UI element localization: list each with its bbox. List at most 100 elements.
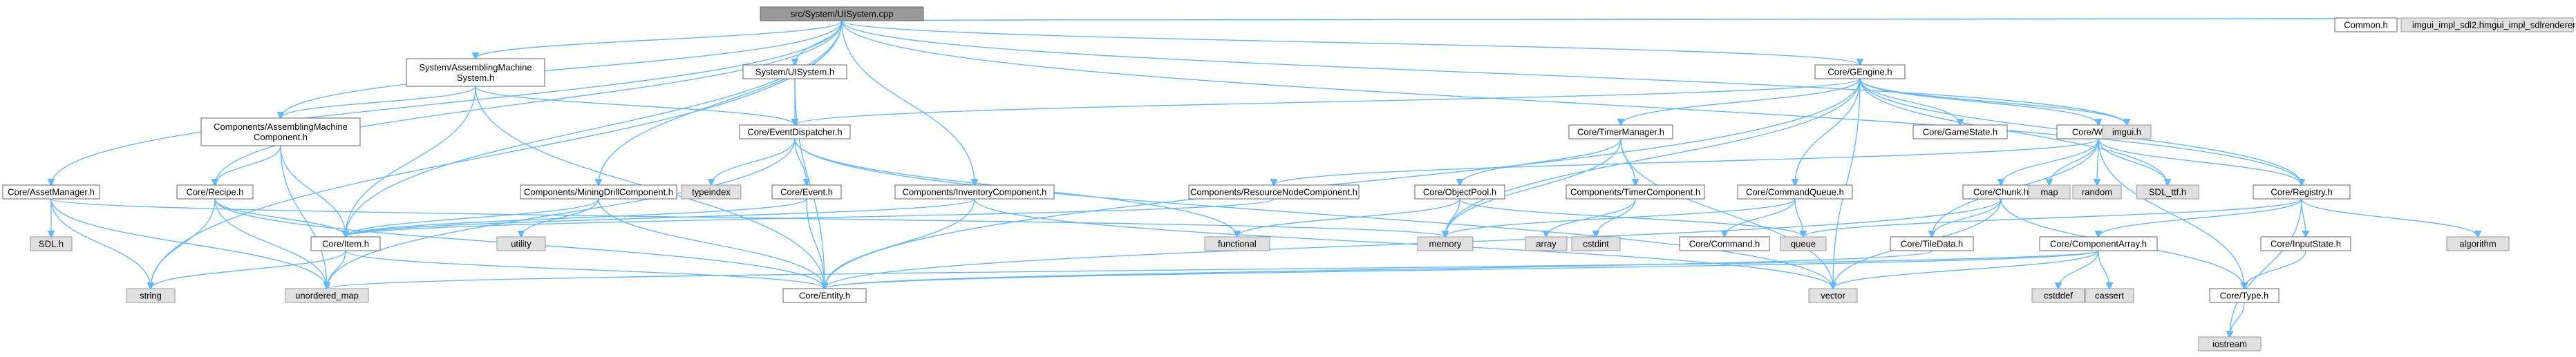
node-core-type-h[interactable]: Core/Type.h: [2209, 288, 2279, 303]
edge-root-to-imgui_sdlr2: [841, 18, 2535, 21]
node-box: [1814, 64, 1906, 79]
node-sdl-ttf-h[interactable]: SDL_ttf.h: [2136, 184, 2199, 200]
node-functional[interactable]: functional: [1204, 236, 1270, 251]
node-cstdint[interactable]: cstdint: [1571, 236, 1621, 251]
node-box: [1417, 236, 1474, 251]
edge-gengine-to-vector: [1833, 78, 1861, 289]
edge-root-to-compasm: [281, 20, 843, 118]
node-core-recipe-h[interactable]: Core/Recipe.h: [176, 184, 254, 200]
node-box: [1780, 236, 1827, 251]
node-imgui-impl-sdl2-h[interactable]: imgui_impl_sdl2.h: [2400, 17, 2496, 32]
node-components-timercomponent-h[interactable]: Components/TimerComponent.h: [1566, 184, 1705, 200]
edge-root-to-inventory: [841, 20, 975, 185]
node-box: [2028, 184, 2071, 200]
node-core-objectpool-h[interactable]: Core/ObjectPool.h: [1414, 184, 1505, 200]
node-queue[interactable]: queue: [1780, 236, 1827, 251]
node-system-uisystem-h[interactable]: System/UISystem.h: [742, 64, 847, 79]
node-label: Components/MiningDrillComponent.h: [524, 187, 673, 197]
node-core-command-h[interactable]: Core/Command.h: [1679, 236, 1770, 251]
node-box: [894, 184, 1055, 200]
node-imgui-h[interactable]: imgui.h: [2102, 124, 2152, 139]
node-box: [176, 184, 254, 200]
edge-item-to-string: [151, 250, 346, 289]
node-core-event-h[interactable]: Core/Event.h: [771, 184, 842, 200]
node-memory[interactable]: memory: [1417, 236, 1474, 251]
node-typeindex[interactable]: typeindex: [681, 184, 742, 200]
node-label: Core/GameState.h: [1923, 127, 1997, 137]
node-array[interactable]: array: [1525, 236, 1568, 251]
node-box: [1808, 288, 1858, 303]
node-box: [406, 58, 545, 87]
node-box: [2102, 124, 2152, 139]
node-components-resourcenodecomponent-h[interactable]: Components/ResourceNodeComponent.h: [1188, 184, 1360, 200]
node-label: Core/TimerManager.h: [1577, 127, 1664, 137]
node-core-tiledata-h[interactable]: Core/TileData.h: [1890, 236, 1974, 251]
node-core-eventdispatcher-h[interactable]: Core/EventDispatcher.h: [739, 124, 851, 139]
edge-item-to-umap: [327, 250, 346, 289]
node-map[interactable]: map: [2028, 184, 2071, 200]
edge-registry-to-inputstate: [2301, 198, 2306, 237]
edge-comparray-to-entity: [825, 250, 2099, 289]
node-label: Core/Item.h: [322, 239, 369, 249]
node-core-gengine-h[interactable]: Core/GEngine.h: [1814, 64, 1906, 79]
edge-registry-to-iostream: [2230, 198, 2302, 337]
node-string[interactable]: string: [126, 288, 176, 303]
node-core-item-h[interactable]: Core/Item.h: [310, 236, 381, 251]
node-components-miningdrillcomponent-h[interactable]: Components/MiningDrillComponent.h: [520, 184, 677, 200]
node-imgui-impl-sdlrenderer2-h[interactable]: imgui_impl_sdlrenderer2.h: [2482, 17, 2576, 32]
edge-world-to-registry: [2098, 138, 2302, 185]
node-components-inventorycomponent-h[interactable]: Components/InventoryComponent.h: [894, 184, 1055, 200]
node-core-registry-h[interactable]: Core/Registry.h: [2253, 184, 2351, 200]
node-cassert[interactable]: cassert: [2085, 288, 2134, 303]
edge-cmdqueue-to-queue: [1794, 198, 1803, 237]
node-label: Core/ObjectPool.h: [1423, 187, 1496, 197]
node-label: Common.h: [2344, 20, 2388, 30]
node-box: [1571, 236, 1621, 251]
node-src-system-uisystem-cpp[interactable]: src/System/UISystem.cpp: [760, 6, 924, 21]
edge-mining-to-entity: [598, 198, 825, 289]
node-box: [2400, 17, 2496, 32]
edge-gengine-to-evdisp: [795, 78, 1861, 125]
node-label: Components/TimerComponent.h: [1570, 187, 1700, 197]
edge-compasm-to-recipe: [215, 145, 281, 185]
edge-comparray-to-vector: [1833, 250, 2099, 289]
node-label: typeindex: [692, 187, 731, 197]
node-common-h[interactable]: Common.h: [2334, 17, 2398, 32]
node-box: [285, 288, 369, 303]
node-cstddef[interactable]: cstddef: [2031, 288, 2085, 303]
edge-root-to-item: [346, 20, 843, 237]
node-label: string: [140, 291, 162, 301]
node-core-commandqueue-h[interactable]: Core/CommandQueue.h: [1737, 184, 1853, 200]
node-core-assetmanager-h[interactable]: Core/AssetManager.h: [2, 184, 100, 200]
edge-objpool-to-queue: [1459, 198, 1803, 237]
node-core-timermanager-h[interactable]: Core/TimerManager.h: [1568, 124, 1673, 139]
node-label: Core/ComponentArray.h: [2050, 239, 2147, 249]
node-utility[interactable]: utility: [496, 236, 546, 251]
node-label: Core/Chunk.h: [1973, 187, 2029, 197]
node-box: [496, 236, 546, 251]
node-label: unordered_map: [295, 291, 359, 301]
node-vector[interactable]: vector: [1808, 288, 1858, 303]
node-label: Components/AssemblingMachine: [214, 122, 348, 132]
node-sdl-h[interactable]: SDL.h: [30, 236, 73, 251]
node-label: SDL.h: [39, 239, 64, 249]
node-label: SDL_ttf.h: [2149, 187, 2186, 197]
node-label: Core/EventDispatcher.h: [747, 127, 842, 137]
node-core-componentarray-h[interactable]: Core/ComponentArray.h: [2039, 236, 2158, 251]
node-label: array: [1536, 239, 1557, 249]
node-algorithm[interactable]: algorithm: [2446, 236, 2510, 251]
node-iostream[interactable]: iostream: [2198, 336, 2262, 351]
edge-compasm-to-item: [280, 145, 346, 237]
node-core-entity-h[interactable]: Core/Entity.h: [782, 288, 867, 303]
node-core-chunk-h[interactable]: Core/Chunk.h: [1962, 184, 2040, 200]
node-label: imgui_impl_sdlrenderer2.h: [2482, 20, 2576, 30]
node-box: [2, 184, 100, 200]
node-random[interactable]: random: [2072, 184, 2122, 200]
node-label: Core/Command.h: [1689, 239, 1760, 249]
node-unordered-map[interactable]: unordered_map: [285, 288, 369, 303]
node-core-inputstate-h[interactable]: Core/InputState.h: [2260, 236, 2351, 251]
node-box: [1679, 236, 1770, 251]
node-core-gamestate-h[interactable]: Core/GameState.h: [1912, 124, 2008, 139]
